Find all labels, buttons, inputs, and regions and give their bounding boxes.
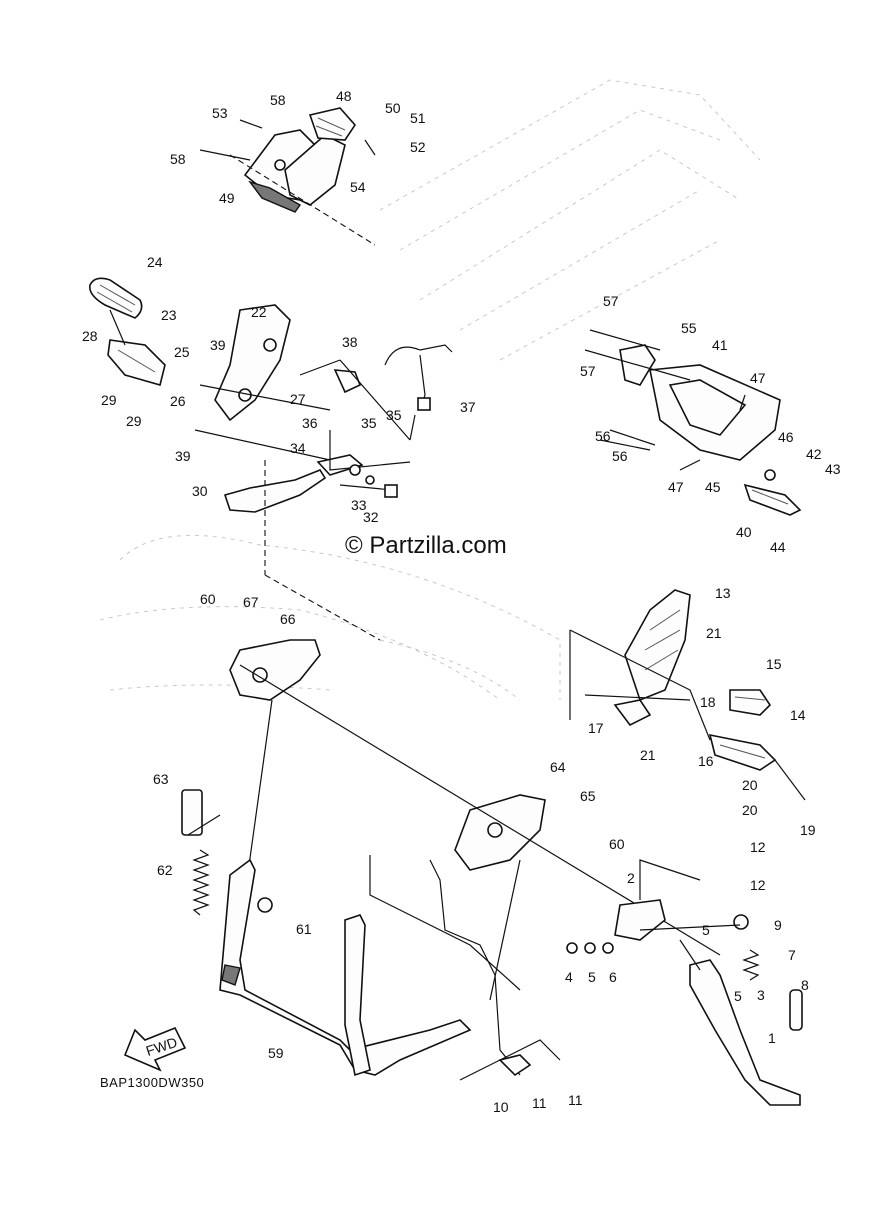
callout-21: 21	[706, 625, 722, 641]
callout-23: 23	[161, 307, 177, 323]
callout-47: 47	[668, 479, 684, 495]
callout-16: 16	[698, 753, 714, 769]
callout-12: 12	[750, 877, 766, 893]
rear-footrest-bracket-group	[199, 107, 376, 246]
callout-24: 24	[147, 254, 163, 270]
callout-56: 56	[612, 448, 628, 464]
callout-1: 1	[768, 1030, 776, 1046]
callout-59: 59	[268, 1045, 284, 1061]
main-stand-group	[123, 789, 472, 1077]
callout-20: 20	[742, 802, 758, 818]
callout-66: 66	[280, 611, 296, 627]
callout-29: 29	[101, 392, 117, 408]
callout-4: 4	[565, 969, 573, 985]
callout-20: 20	[742, 777, 758, 793]
callout-11: 11	[568, 1092, 583, 1108]
callout-15: 15	[766, 656, 782, 672]
callout-5: 5	[588, 969, 596, 985]
callout-13: 13	[715, 585, 731, 601]
watermark: © Partzilla.com	[345, 532, 507, 559]
callout-58: 58	[170, 151, 186, 167]
callout-63: 63	[153, 771, 169, 787]
callout-60: 60	[200, 591, 216, 607]
callout-28: 28	[82, 328, 98, 344]
callout-14: 14	[790, 707, 806, 723]
callout-34: 34	[290, 440, 306, 456]
callout-56: 56	[595, 428, 611, 444]
right-footrest-assembly	[569, 589, 806, 801]
callout-61: 61	[296, 921, 312, 937]
callout-48: 48	[336, 88, 352, 104]
callout-10: 10	[493, 1099, 509, 1115]
callout-67: 67	[243, 594, 259, 610]
callout-30: 30	[192, 483, 208, 499]
callout-8: 8	[801, 977, 809, 993]
callout-60: 60	[609, 836, 625, 852]
callout-39: 39	[210, 337, 226, 353]
callout-21: 21	[640, 747, 656, 763]
callout-6: 6	[609, 969, 617, 985]
callout-9: 9	[774, 917, 782, 933]
callout-2: 2	[627, 870, 635, 886]
callout-32: 32	[363, 509, 379, 525]
callout-33: 33	[351, 497, 367, 513]
callout-12: 12	[750, 839, 766, 855]
callout-46: 46	[778, 429, 794, 445]
callout-49: 49	[219, 190, 235, 206]
callout-26: 26	[170, 393, 186, 409]
callout-27: 27	[290, 391, 306, 407]
callout-54: 54	[350, 179, 366, 195]
callout-45: 45	[705, 479, 721, 495]
callout-17: 17	[588, 720, 604, 736]
callout-57: 57	[580, 363, 596, 379]
side-stand-group	[369, 855, 803, 1106]
callout-39: 39	[175, 448, 191, 464]
callout-57: 57	[603, 293, 619, 309]
callout-5: 5	[702, 922, 710, 938]
callout-50: 50	[385, 100, 401, 116]
callout-35: 35	[386, 407, 402, 423]
callout-51: 51	[410, 110, 426, 126]
callout-38: 38	[342, 334, 358, 350]
ghost-frame	[99, 79, 761, 701]
callout-35: 35	[361, 415, 377, 431]
callout-41: 41	[712, 337, 728, 353]
callout-29: 29	[126, 413, 142, 429]
callout-7: 7	[788, 947, 796, 963]
callout-55: 55	[681, 320, 697, 336]
callout-42: 42	[806, 446, 822, 462]
callout-36: 36	[302, 415, 318, 431]
callout-44: 44	[770, 539, 786, 555]
callout-47: 47	[750, 370, 766, 386]
callout-65: 65	[580, 788, 596, 804]
callout-64: 64	[550, 759, 566, 775]
callout-11: 11	[532, 1095, 547, 1111]
callout-52: 52	[410, 139, 426, 155]
callout-58: 58	[270, 92, 286, 108]
callout-22: 22	[251, 304, 267, 320]
callout-18: 18	[700, 694, 716, 710]
left-footrest-assembly	[88, 277, 453, 641]
callout-25: 25	[174, 344, 190, 360]
callout-53: 53	[212, 105, 228, 121]
callout-19: 19	[800, 822, 816, 838]
callout-62: 62	[157, 862, 173, 878]
callout-3: 3	[757, 987, 765, 1003]
stand-bracket-group	[229, 639, 721, 1001]
callout-40: 40	[736, 524, 752, 540]
callout-37: 37	[460, 399, 476, 415]
diagram-code: BAP1300DW350	[100, 1075, 204, 1090]
callout-43: 43	[825, 461, 841, 477]
callout-5: 5	[734, 988, 742, 1004]
right-rear-bracket-group	[584, 329, 802, 516]
